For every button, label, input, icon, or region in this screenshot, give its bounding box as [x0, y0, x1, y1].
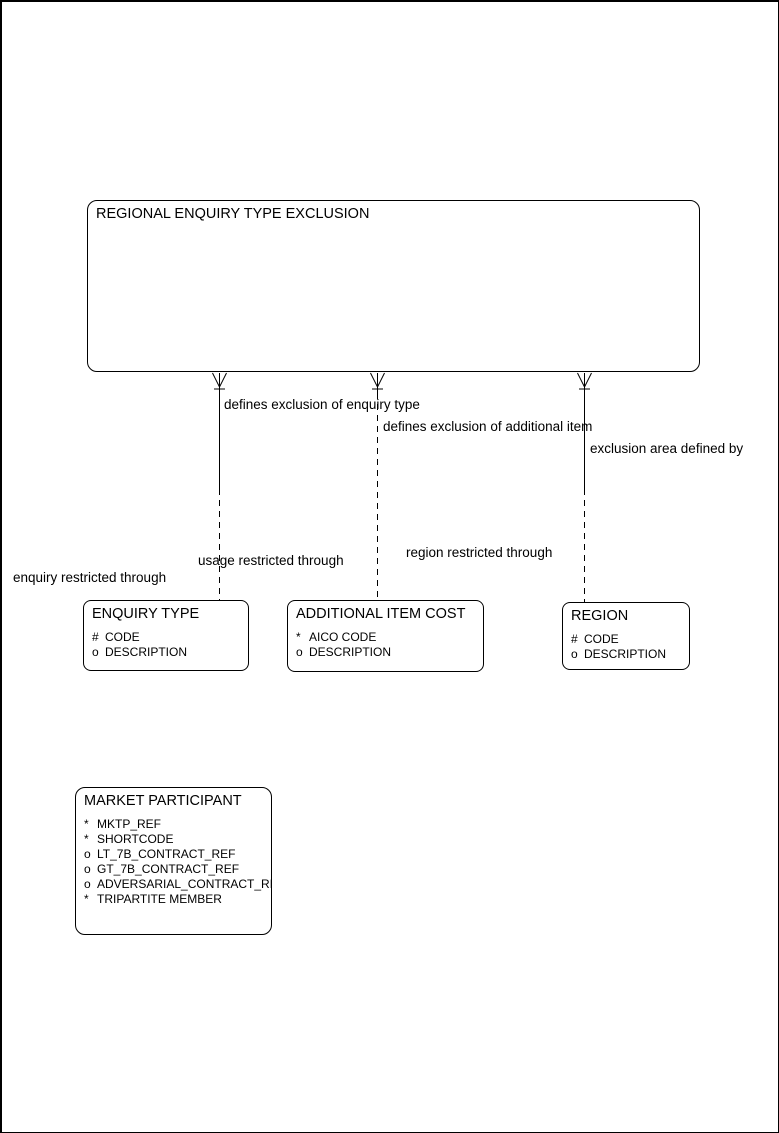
attribute-marker: *	[296, 630, 301, 644]
entity-title: ENQUIRY TYPE	[92, 606, 200, 622]
attribute-row: * SHORTCODE	[76, 832, 271, 847]
attribute-name: CODE	[105, 630, 140, 644]
attribute-marker: *	[84, 832, 89, 846]
crows-foot-icon	[577, 372, 592, 390]
entity-additional-item-cost: ADDITIONAL ITEM COST * AICO CODE o DESCRIP…	[287, 600, 484, 672]
attribute-row: # CODE	[563, 632, 689, 647]
attribute-name: GT_7B_CONTRACT_REF	[97, 862, 240, 876]
attribute-name: ADVERSARIAL_CONTRACT_RE	[97, 877, 272, 891]
attribute-row: o DESCRIPTION	[288, 645, 483, 660]
attribute-row: o ADVERSARIAL_CONTRACT_RE	[76, 877, 271, 892]
entity-region: REGION # CODE o DESCRIPTION	[562, 602, 690, 670]
attribute-row: o DESCRIPTION	[563, 647, 689, 662]
attribute-name: AICO CODE	[309, 630, 377, 644]
connector-defines-exclusion-of-additional-item	[370, 372, 385, 600]
relationship-label-exclusion-area-defined-by: exclusion area defined by	[590, 441, 744, 456]
attribute-marker: o	[84, 847, 91, 861]
entity-title: MARKET PARTICIPANT	[84, 793, 242, 809]
attribute-marker: *	[84, 817, 89, 831]
attribute-marker: o	[571, 647, 578, 661]
attribute-list: # CODE o DESCRIPTION	[84, 630, 248, 660]
crows-foot-icon	[212, 372, 227, 390]
attribute-name: SHORTCODE	[97, 832, 174, 846]
relationship-label-usage-restricted-through: usage restricted through	[198, 553, 344, 568]
attribute-row: * AICO CODE	[288, 630, 483, 645]
attribute-marker: o	[92, 645, 99, 659]
connector-exclusion-area-defined-by	[577, 372, 592, 602]
attribute-name: DESCRIPTION	[309, 645, 392, 659]
relationship-label-enquiry-restricted-through: enquiry restricted through	[13, 570, 167, 585]
attribute-row: o DESCRIPTION	[84, 645, 248, 660]
attribute-list: # CODE o DESCRIPTION	[563, 632, 689, 662]
attribute-name: DESCRIPTION	[105, 645, 188, 659]
attribute-list: * AICO CODE o DESCRIPTION	[288, 630, 483, 660]
attribute-marker: #	[571, 632, 578, 646]
entity-title: ADDITIONAL ITEM COST	[296, 606, 466, 622]
attribute-row: # CODE	[84, 630, 248, 645]
crows-foot-icon	[370, 372, 385, 390]
attribute-row: * MKTP_REF	[76, 817, 271, 832]
relationship-label-region-restricted-through: region restricted through	[406, 545, 553, 560]
relationship-label-defines-exclusion-of-enquiry-type: defines exclusion of enquiry type	[224, 397, 420, 412]
attribute-row: * TRIPARTITE MEMBER	[76, 892, 271, 907]
attribute-name: LT_7B_CONTRACT_REF	[97, 847, 236, 861]
attribute-name: CODE	[584, 632, 619, 646]
attribute-marker: o	[84, 862, 91, 876]
attribute-marker: o	[296, 645, 303, 659]
attribute-name: DESCRIPTION	[584, 647, 667, 661]
attribute-row: o LT_7B_CONTRACT_REF	[76, 847, 271, 862]
attribute-marker: o	[84, 877, 91, 891]
attribute-marker: #	[92, 630, 99, 644]
relationship-label-defines-exclusion-of-additional-item: defines exclusion of additional item	[383, 419, 593, 434]
entity-market-participant: MARKET PARTICIPANT * MKTP_REF * SHORTCODE …	[75, 787, 272, 935]
connector-defines-exclusion-of-enquiry-type	[212, 372, 227, 600]
attribute-marker: *	[84, 892, 89, 906]
entity-title: REGIONAL ENQUIRY TYPE EXCLUSION	[96, 206, 370, 222]
entity-title: REGION	[571, 608, 629, 624]
entity-enquiry-type: ENQUIRY TYPE # CODE o DESCRIPTION	[83, 600, 249, 671]
attribute-name: TRIPARTITE MEMBER	[97, 892, 222, 906]
attribute-row: o GT_7B_CONTRACT_REF	[76, 862, 271, 877]
attribute-name: MKTP_REF	[97, 817, 162, 831]
entity-regional-enquiry-type-exclusion: REGIONAL ENQUIRY TYPE EXCLUSION	[87, 200, 700, 372]
attribute-list: * MKTP_REF * SHORTCODE o LT_7B_CONTRACT_REF…	[76, 817, 271, 907]
